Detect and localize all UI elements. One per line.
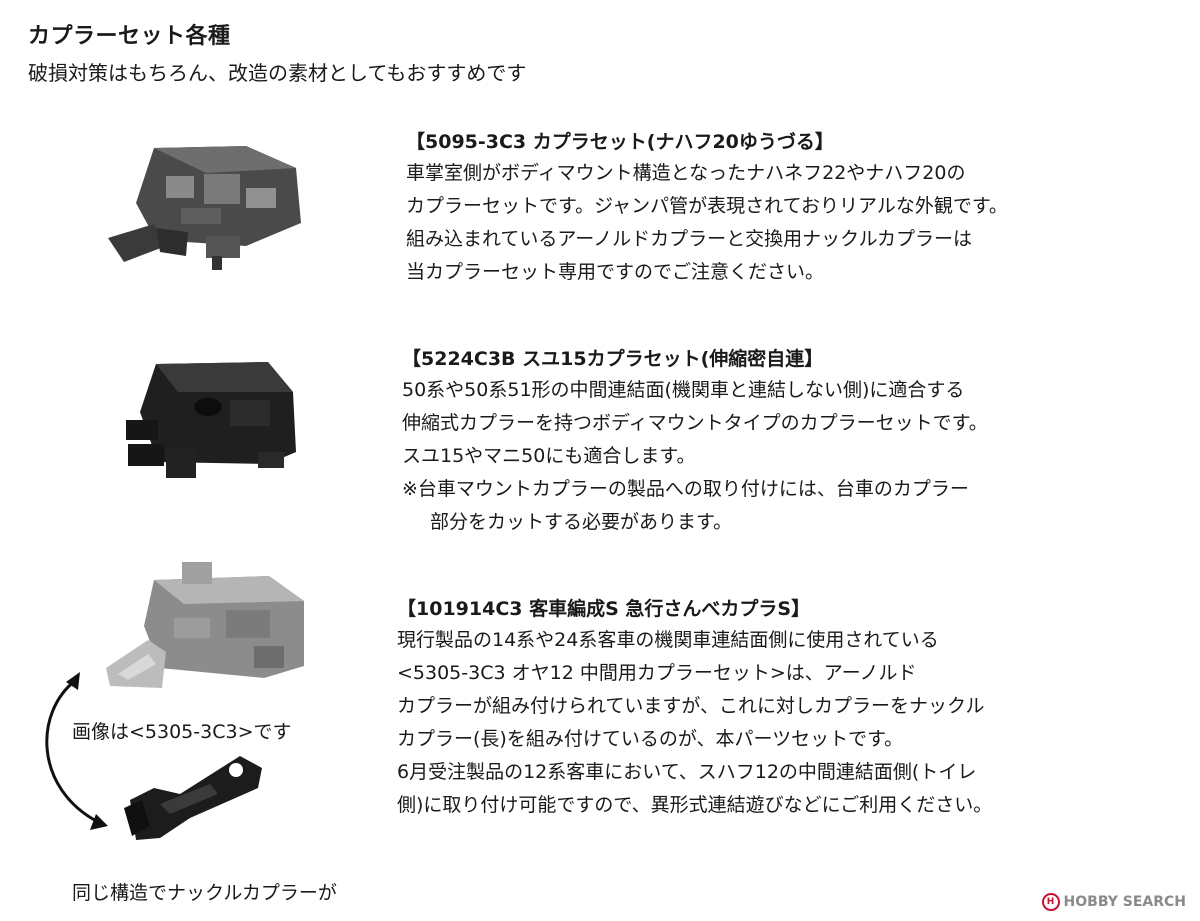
product-heading: 【101914C3 客車編成S 急行さんべカプラS】 [397, 598, 811, 620]
product-heading: 【5095-3C3 カプラセット(ナハフ20ゆうづる】 [406, 131, 834, 153]
product-101914-section: 【101914C3 客車編成S 急行さんべカプラS】 現行製品の14系や24系客… [397, 594, 992, 822]
knuckle-coupler-image [124, 756, 262, 840]
product-description-line: 当カプラーセット専用ですのでご注意ください。 [406, 261, 825, 283]
product-description-line: カプラー(長)を組み付けているのが、本パーツセットです。 [397, 728, 904, 750]
page-title: カプラーセット各種 [28, 24, 231, 49]
product-description-line: <5305-3C3 オヤ12 中間用カプラーセット>は、アーノルド [397, 662, 917, 684]
hobby-search-logo-icon: H [1041, 893, 1060, 911]
product-image-5224 [126, 362, 296, 478]
product-description-line: 伸縮式カプラーを持つボディマウントタイプのカプラーセットです。 [402, 412, 988, 434]
product-heading: 【5224C3B スユ15カプラセット(伸縮密自連】 [402, 348, 824, 370]
product-description-line: 側)に取り付け可能ですので、異形式連結遊びなどにご利用ください。 [397, 794, 993, 816]
product-description-line: 50系や50系51形の中間連結面(機関車と連結しない側)に適合する [402, 379, 965, 401]
product-description-line: 車掌室側がボディマウント構造となったナハネフ22やナハフ20の [406, 162, 966, 184]
product-description-line: スユ15やマニ50にも適合します。 [402, 445, 696, 467]
product-description-line: カプラーセットです。ジャンパ管が表現されておりリアルな外観です。 [406, 195, 1008, 217]
curved-arrow-icon [45, 672, 108, 830]
watermark: H HOBBY SEARCH [1041, 893, 1186, 911]
product-5224-section: 【5224C3B スユ15カプラセット(伸縮密自連】 50系や50系51形の中間… [402, 344, 988, 539]
product-image-5095 [108, 146, 301, 270]
knuckle-caption: 同じ構造でナックルカプラーが [72, 882, 337, 904]
product-description-line: 6月受注製品の12系客車において、スハフ12の中間連結面側(トイレ [397, 761, 977, 783]
product-5095-section: 【5095-3C3 カプラセット(ナハフ20ゆうづる】 車掌室側がボディマウント… [406, 127, 1008, 289]
product-description-line: 組み込まれているアーノルドカプラーと交換用ナックルカプラーは [406, 228, 973, 250]
product-note-line: ※台車マウントカプラーの製品への取り付けには、台車のカプラー [402, 478, 969, 500]
image-caption: 画像は<5305-3C3>です [72, 721, 292, 743]
product-description-line: カプラーが組み付けられていますが、これに対しカプラーをナックル [397, 695, 985, 717]
page-subtitle: 破損対策はもちろん、改造の素材としてもおすすめです [28, 61, 527, 85]
watermark-text: HOBBY SEARCH [1063, 894, 1186, 910]
product-description-line: 現行製品の14系や24系客車の機関車連結面側に使用されている [397, 629, 939, 651]
product-image-5305 [106, 562, 304, 688]
product-note-line: 部分をカットする必要があります。 [430, 511, 733, 533]
